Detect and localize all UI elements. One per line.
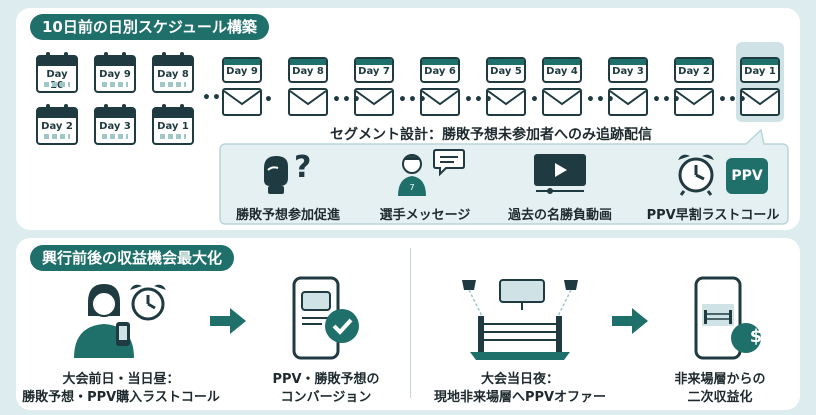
calendar-icon: Day 10 [36,52,78,93]
callout-label: 選手メッセージ [379,208,471,223]
alarm-clock-icon [678,154,714,196]
connector-dots: ••• [586,92,616,108]
envelope-icon [740,88,780,116]
calendar-label: Day 3 [99,121,131,132]
envelope-icon [486,88,526,116]
calendar-label: Day 9 [99,69,131,80]
calendar-label: Day 2 [41,121,73,132]
step-label-line2: コンバージョン [280,390,372,405]
boxing-glove-icon [264,156,288,194]
arrow-right-icon [210,308,246,334]
connector-dots: ••• [398,92,428,108]
ppv-badge: PPV [726,158,768,194]
timeline-calendar: Day 9 [222,57,262,83]
timeline-calendar: Day 1 [740,57,780,83]
envelope-icon [674,88,714,116]
timeline-calendar: Day 6 [420,57,460,83]
calendar-label: Day 10 [46,69,68,91]
connector-dots: ••• [718,92,748,108]
timeline-calendar: Day 7 [354,57,394,83]
speech-bubble-icon [433,149,465,177]
phone-ring-dollar-icon [694,276,761,360]
connector-dots: ••• [332,92,362,108]
step-label-line1: 大会当日夜： [480,372,559,387]
step-label-line1: 大会前日・当日昼： [62,372,180,387]
dollar-sign: $ [749,326,763,347]
step-label-line2: 現地非来場層へPPVオファー [433,390,607,405]
arrow-right-icon [612,308,648,334]
calendar-icon: Day 9 [94,52,136,93]
segment-label: セグメント設計：勝敗予想未参加者へのみ追跡配信 [330,127,652,143]
step-label-line1: PPV・勝敗予想の [272,372,380,387]
calendar-icon: Day 2 [36,104,78,145]
calendar-label: Day 1 [157,121,189,132]
step-label-line1: 非来場層からの [674,372,766,387]
calendar-icon: Day 8 [152,52,194,93]
step-label-line2: 勝敗予想・PPV購入ラストコール [22,390,220,405]
step-label-line2: 二次収益化 [687,390,753,405]
envelope-icon [288,88,328,116]
callout-label: 過去の名勝負動画 [507,208,612,223]
connector-dots: • [530,92,540,108]
envelope-icon [542,88,582,116]
video-play-icon [534,154,586,194]
phone-check-icon [292,276,359,360]
person-with-phone-icon [74,284,134,358]
calendar-label: Day 8 [157,69,189,80]
athlete-icon: 7 [398,154,426,196]
callout-label: 勝敗予想参加促進 [235,208,340,223]
callout-label: PPV早割ラストコール [646,208,780,223]
connector-dots: ••• [652,92,682,108]
callout-box [219,128,789,225]
revenue-title: 興行前後の収益機会最大化 [30,245,235,271]
connector-dots: • [264,92,274,108]
question-mark-icon: ? [294,150,312,185]
alarm-clock-icon [130,284,166,321]
calendar-icon: Day 3 [94,104,136,145]
connector-dots: ••• [464,92,494,108]
timeline-calendar: Day 8 [288,57,328,83]
schedule-title: 10日前の日別スケジュール構築 [30,14,269,40]
envelope-icon [222,88,262,116]
envelope-icon [608,88,648,116]
boxing-ring-icon [462,279,578,360]
envelope-icon [354,88,394,116]
calendar-icon: Day 1 [152,104,194,145]
timeline-calendar: Day 4 [542,57,582,83]
svg-text:7: 7 [409,183,414,192]
timeline-calendar: Day 2 [674,57,714,83]
divider [410,248,411,398]
timeline-calendar: Day 5 [486,57,526,83]
envelope-icon [420,88,460,116]
timeline-calendar: Day 3 [608,57,648,83]
